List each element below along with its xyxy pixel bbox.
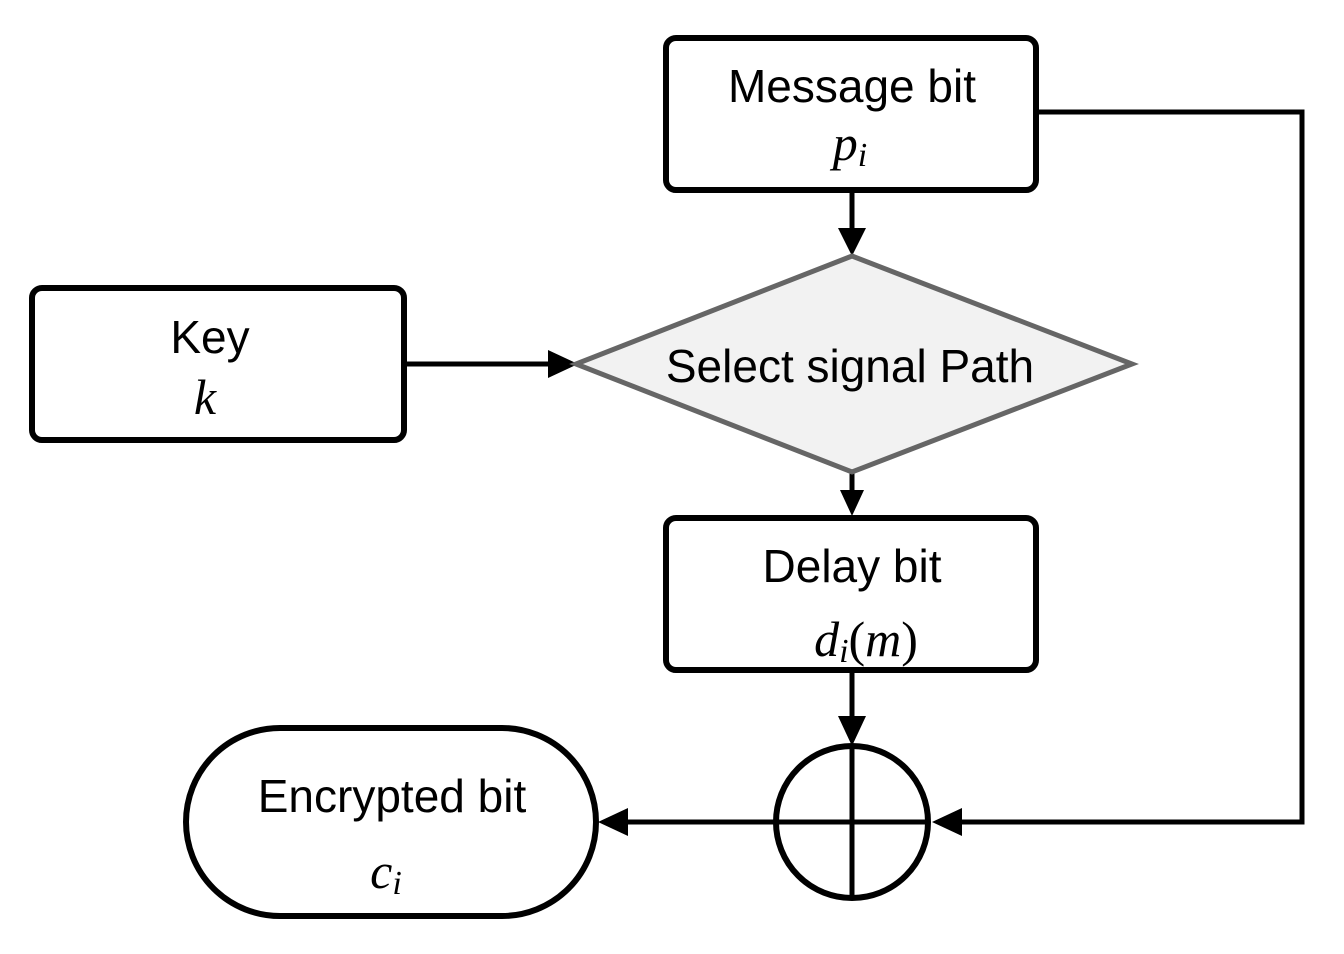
delay-bit-box xyxy=(663,515,1039,673)
delay-bit-symbol: di(m) xyxy=(814,611,918,670)
delay-bit-node: Delay bit di(m) xyxy=(663,515,1039,673)
connectors xyxy=(404,109,1305,836)
key-node: Key k xyxy=(29,285,407,443)
encrypted-bit-symbol: ci xyxy=(370,843,402,902)
arrowhead-down-delay xyxy=(840,490,864,516)
circle-plus-icon xyxy=(773,743,931,901)
key-label: Key xyxy=(170,311,249,363)
encrypted-bit-node: Encrypted bit ci xyxy=(183,725,599,919)
arrowhead-left-encrypted xyxy=(598,808,628,836)
encrypted-bit-label: Encrypted bit xyxy=(258,770,527,822)
select-signal-path-label: Select signal Path xyxy=(666,340,1034,392)
arrowhead-left-xor xyxy=(932,808,962,836)
key-symbol: k xyxy=(194,369,217,425)
key-box xyxy=(29,285,407,443)
message-bit-symbol: pi xyxy=(830,115,867,174)
select-signal-path-node: Select signal Path xyxy=(569,253,1139,475)
select-signal-path-diamond xyxy=(569,253,1139,475)
message-bit-box xyxy=(663,35,1039,193)
delay-bit-label: Delay bit xyxy=(763,540,942,592)
arrowhead-down-xor xyxy=(838,716,866,746)
arrowhead-right-select xyxy=(548,350,578,378)
message-bit-label: Message bit xyxy=(728,60,976,112)
edge-message-to-xor xyxy=(958,109,1305,825)
arrowhead-down-select xyxy=(838,228,866,256)
encrypted-bit-terminal xyxy=(183,725,599,919)
message-bit-node: Message bit pi xyxy=(663,35,1039,193)
